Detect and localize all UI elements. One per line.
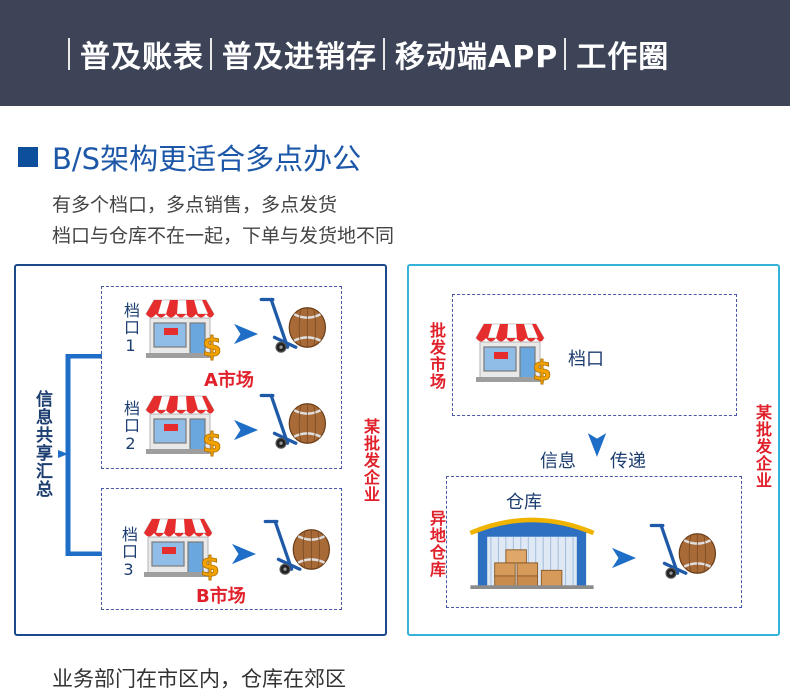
top-nav-bar: 普及账表 普及进销存 移动端APP 工作圈 (0, 0, 790, 106)
nav-item-inventory[interactable]: 普及进销存 (208, 32, 377, 76)
section-desc-line-1: 有多个档口，多点销售，多点发货 (52, 194, 338, 216)
nav-item-label: 普及账表 (80, 40, 204, 75)
market-a-group (101, 286, 342, 469)
stall-label: 档口 (568, 349, 604, 370)
transfer-label: 传递 (610, 451, 646, 472)
nav-separator (564, 38, 567, 70)
info-share-label: 信息共享汇总 (32, 390, 52, 498)
market-b-group (101, 488, 342, 610)
wholesale-market-group (452, 294, 737, 416)
nav-item-label: 普及进销存 (222, 40, 377, 75)
share-connector (58, 354, 102, 556)
nav-item-accounting[interactable]: 普及账表 (66, 32, 204, 76)
arrow-right-icon (610, 546, 638, 570)
market-b-label: B市场 (196, 586, 246, 607)
nav-item-label: 工作圈 (576, 40, 670, 75)
stall-3-label: 档口3 (119, 526, 138, 580)
nav-item-work-circle[interactable]: 工作圈 (562, 32, 669, 76)
bottom-note: 业务部门在市区内，仓库在郊区 (52, 667, 346, 691)
wholesale-market-label: 批发市场 (427, 322, 446, 390)
top-nav: 普及账表 普及进销存 移动端APP 工作圈 (66, 32, 669, 76)
nav-separator (68, 38, 70, 70)
stall-1-label: 档口1 (121, 302, 140, 356)
remote-warehouse-diagram (407, 264, 780, 636)
enterprise-label-right: 某批发企业 (753, 404, 772, 489)
market-a-label: A市场 (204, 370, 254, 391)
dollar-icon (202, 426, 222, 458)
nav-item-mobile-app[interactable]: 移动端APP (381, 32, 558, 76)
hand-truck-barrel-icon (262, 516, 336, 578)
hand-truck-barrel-icon (648, 520, 722, 582)
hand-truck-barrel-icon (258, 294, 332, 356)
arrow-right-icon (230, 542, 258, 566)
dollar-icon (202, 330, 222, 362)
nav-separator (210, 38, 212, 70)
arrow-down-icon (586, 430, 608, 460)
nav-separator (383, 38, 385, 70)
warehouse-icon (462, 505, 602, 589)
arrow-right-icon (232, 322, 260, 346)
nav-item-label: 移动端APP (395, 40, 559, 75)
remote-warehouse-label: 异地仓库 (427, 510, 446, 578)
arrow-right-icon (232, 418, 260, 442)
section-title: B/S架构更适合多点办公 (52, 142, 362, 176)
enterprise-label-left: 某批发企业 (361, 418, 380, 503)
warehouse-label: 仓库 (506, 492, 542, 513)
dollar-icon (532, 354, 552, 386)
info-label: 信息 (540, 451, 576, 472)
remote-warehouse-group (446, 476, 742, 608)
stall-2-label: 档口2 (121, 400, 140, 454)
section-desc-line-2: 档口与仓库不在一起，下单与发货地不同 (52, 225, 395, 247)
dollar-icon (200, 550, 220, 582)
hand-truck-barrel-icon (258, 390, 332, 452)
multi-stall-diagram (14, 264, 387, 636)
section-marker (18, 147, 38, 167)
